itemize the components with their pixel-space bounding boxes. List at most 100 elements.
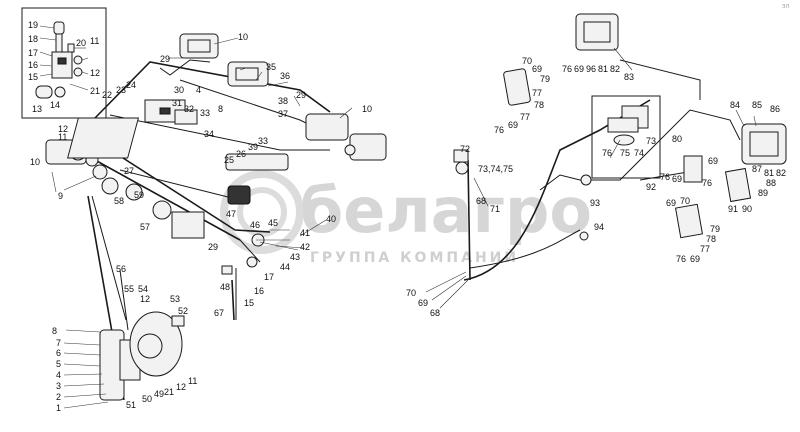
- label-20: 20: [76, 38, 86, 48]
- label-69h: 69: [690, 254, 700, 264]
- label-77b: 77: [520, 112, 530, 122]
- label-82a: 82: [610, 64, 620, 74]
- label-58: 58: [114, 196, 124, 206]
- label-11c: 11: [188, 376, 197, 386]
- label-56: 56: [116, 264, 126, 274]
- switch-detail-inset: 19 18 17 16 15 14 13 20 11 12 21: [21, 7, 107, 119]
- label-37: 37: [278, 109, 288, 119]
- label-76b: 76: [562, 64, 572, 74]
- corner-mark: ЭЛ: [782, 4, 789, 10]
- label-50: 50: [142, 394, 152, 404]
- label-81a: 81: [598, 64, 608, 74]
- label-71: 71: [490, 204, 500, 214]
- label-15b: 15: [244, 298, 254, 308]
- label-55: 55: [124, 284, 134, 294]
- label-89: 89: [758, 188, 768, 198]
- label-17b: 17: [264, 272, 274, 282]
- label-73: 73: [646, 136, 656, 146]
- label-43: 43: [290, 252, 300, 262]
- label-85: 85: [752, 100, 762, 110]
- label-17: 17: [28, 48, 38, 58]
- roof-lamp-mid: [227, 61, 269, 87]
- label-14: 14: [50, 100, 60, 110]
- label-78b: 78: [706, 234, 716, 244]
- label-1: 1: [56, 403, 61, 413]
- label-69g: 69: [666, 198, 676, 208]
- label-24: 24: [126, 80, 136, 90]
- label-77a: 77: [532, 88, 542, 98]
- label-15: 15: [28, 72, 38, 82]
- label-76c: 76: [602, 148, 612, 158]
- label-69c: 69: [508, 120, 518, 130]
- label-5: 5: [56, 359, 61, 369]
- label-94: 94: [594, 222, 604, 232]
- left-leaders: [51, 37, 353, 409]
- label-16b: 16: [254, 286, 264, 296]
- label-69a: 69: [418, 298, 428, 308]
- label-11b: 11: [58, 132, 67, 142]
- label-69f: 69: [672, 174, 682, 184]
- label-30: 30: [174, 85, 184, 95]
- label-68b: 68: [430, 308, 440, 318]
- label-91: 91: [728, 204, 738, 214]
- label-76f: 76: [676, 254, 686, 264]
- label-69e: 69: [708, 156, 718, 166]
- label-12d: 12: [176, 382, 186, 392]
- label-27: 27: [124, 166, 134, 176]
- label-70a: 70: [406, 288, 416, 298]
- label-54: 54: [138, 284, 148, 294]
- label-7: 7: [56, 338, 61, 348]
- right-labels: 72 73,74,75 68 71 70 69 68 70 69 79 77 7…: [406, 56, 786, 318]
- label-12b: 12: [58, 124, 68, 134]
- label-70c: 70: [680, 196, 690, 206]
- label-4a: 4: [196, 85, 201, 95]
- label-87: 87: [752, 164, 762, 174]
- label-12a: 12: [90, 68, 100, 78]
- label-41: 41: [300, 228, 310, 238]
- label-76a: 76: [494, 125, 504, 135]
- label-49: 49: [154, 389, 164, 399]
- label-29b: 29: [296, 90, 306, 100]
- watermark-brand: белагро: [300, 174, 592, 247]
- label-22: 22: [102, 90, 112, 100]
- label-29c: 29: [208, 242, 218, 252]
- label-33b: 33: [258, 136, 268, 146]
- label-34: 34: [204, 129, 214, 139]
- label-76d: 76: [660, 172, 670, 182]
- right-leaders: [425, 47, 757, 309]
- label-29a: 29: [160, 54, 170, 64]
- label-6: 6: [56, 348, 61, 358]
- label-40: 40: [326, 214, 336, 224]
- label-11a: 11: [90, 36, 99, 46]
- label-48: 48: [220, 282, 230, 292]
- label-9: 9: [58, 191, 63, 201]
- label-92: 92: [646, 182, 656, 192]
- label-80: 80: [672, 134, 682, 144]
- label-73-74-75: 73,74,75: [478, 164, 513, 174]
- label-77c: 77: [700, 244, 710, 254]
- label-10a: 10: [30, 157, 40, 167]
- label-52: 52: [178, 306, 188, 316]
- label-59: 59: [134, 190, 144, 200]
- label-84: 84: [730, 100, 740, 110]
- label-57: 57: [140, 222, 150, 232]
- label-51: 51: [126, 400, 136, 410]
- label-67: 67: [214, 308, 224, 318]
- label-79b: 79: [710, 224, 720, 234]
- label-44: 44: [280, 262, 290, 272]
- label-10b: 10: [238, 32, 248, 42]
- label-76e: 76: [702, 178, 712, 188]
- label-38: 38: [278, 96, 288, 106]
- label-18: 18: [28, 34, 38, 44]
- watermark: белагро ГРУППА КОМПАНИЙ: [220, 170, 592, 266]
- label-19: 19: [28, 20, 38, 30]
- label-96: 96: [586, 64, 596, 74]
- label-13: 13: [32, 104, 42, 114]
- label-8a: 8: [218, 104, 223, 114]
- label-86: 86: [770, 104, 780, 114]
- roof-lamp-right: [305, 113, 387, 161]
- label-16: 16: [28, 60, 38, 70]
- label-78a: 78: [534, 100, 544, 110]
- watermark-subtitle: ГРУППА КОМПАНИЙ: [310, 249, 519, 266]
